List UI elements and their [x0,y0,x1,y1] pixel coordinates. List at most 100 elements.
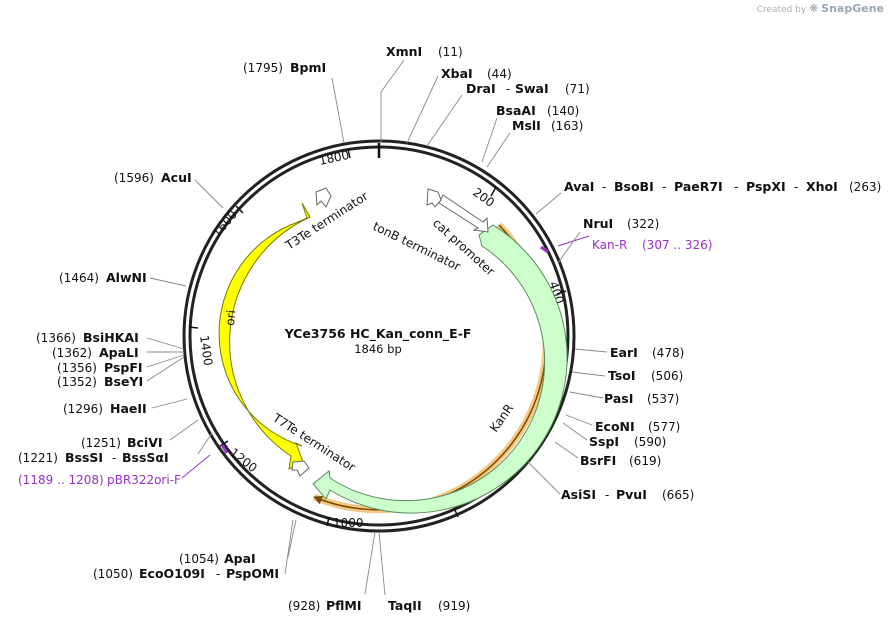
enzyme-drai-pos: (71) [565,82,590,96]
leader-pasi [569,391,604,399]
kanr-label: KanR [487,401,516,434]
enzyme-bsihkai-pos: (1366) [36,331,76,345]
enzyme-apali-name: ApaLI [99,345,139,360]
pbr322ori-primer-line [181,454,211,479]
enzyme-acui-pos: (1596) [114,171,154,185]
leader-bpmi [331,77,345,144]
leader-acui [194,179,224,209]
enzyme-nrui-name: NruI [583,216,613,231]
pbr322ori-primer-name: pBR322ori-F [107,473,181,487]
enzyme-bsssi-pos: (1221) [18,451,58,465]
kan-r-primer-mark [540,245,549,254]
leader-xbai [406,75,439,144]
kanr-feature [312,224,568,514]
enzyme-msli-name: MslI [512,118,541,133]
plasmid-length: 1846 bp [354,342,402,356]
plasmid-name: YCe3756 HC_Kan_conn_E-F [284,326,472,342]
enzyme-bcivi-name: BciVI [127,435,163,450]
leader-bsrfi [554,441,579,459]
leader-nrui [557,231,581,264]
credit-prefix: Created by [756,5,807,15]
tick-mark-1000 [326,516,330,527]
enzyme-avai-dash2: - [662,180,666,194]
enzyme-asisi-dash: - [605,488,609,502]
enzyme-econi-pos: (577) [648,420,680,434]
enzyme-msli-pos: (163) [551,119,583,133]
leader-bsaai [481,117,498,163]
enzyme-sspi-pos: (590) [634,435,666,449]
enzyme-bsrfi-pos: (619) [629,454,661,468]
enzyme-haeii-pos: (1296) [63,402,103,416]
enzyme-asisi-pos: (665) [662,488,694,502]
enzyme-pspxi-name: PspXI [746,179,786,194]
enzyme-bsobi-name: BsoBI [614,179,654,194]
enzyme-avai-dash4: - [794,180,798,194]
leader-taqii [378,531,386,596]
enzyme-eari-name: EarI [610,345,638,360]
leader-xmni [380,59,405,142]
enzyme-paer7i-name: PaeR7I [674,179,723,194]
tonb-terminator-feature [426,188,442,208]
t7te-terminator-feature [291,460,310,477]
tick-mark-1200 [219,440,229,447]
tick-mark-1600 [235,205,244,214]
leader-bsihkai [146,337,185,350]
enzyme-pasi-pos: (537) [647,392,679,406]
leader-pflmi [364,531,376,595]
enzyme-nrui-pos: (322) [627,217,659,231]
tick-label-200: 200 [470,185,497,210]
kan-r-primer-name: Kan-R [592,238,627,252]
leader-haeii [151,398,188,409]
leader-bseyi [146,356,185,382]
ori-label: ori [223,309,238,326]
enzyme-alwni-name: AlwNI [106,270,147,285]
enzyme-tsoi-pos: (506) [651,369,683,383]
enzyme-sspi-name: SspI [589,434,619,449]
enzyme-pasi-name: PasI [604,391,633,406]
leader-pspfi [146,354,185,368]
tick-mark-800 [453,507,459,518]
tick-label-1200: 1200 [227,445,260,475]
backbone-outer-ring [182,139,576,533]
tick-mark-200 [490,186,497,197]
leader-msli [486,132,511,168]
leader-eari [574,348,608,353]
enzyme-bseyi-name: BseYI [104,374,143,389]
kan-r-primer-range: (307 .. 326) [642,238,712,252]
leader-sspi [562,422,588,441]
enzyme-xmni-name: XmnI [386,44,422,59]
enzyme-bsssi-name: BssSI [65,450,103,465]
enzyme-xhoi-name: XhoI [806,179,838,194]
enzyme-apai-name: ApaI [224,551,256,566]
enzyme-tsoi-name: TsoI [608,368,636,383]
t3te-terminator-feature [315,187,332,208]
leader-ecoo109i [284,519,294,575]
leader-apai [287,519,297,558]
leader-bsssi [197,432,213,455]
enzyme-eari-pos: (478) [652,346,684,360]
enzyme-drai-name: DraI [466,81,496,96]
enzyme-leader-lines [146,59,608,596]
enzyme-haeii-name: HaeII [110,401,147,416]
enzyme-avai-dash1: - [602,180,606,194]
enzyme-alwni-pos: (1464) [59,271,99,285]
enzyme-bsaai-name: BsaAI [496,103,536,118]
ori-feature [218,202,311,470]
snapgene-logo: ❋ [809,2,819,15]
enzyme-apai-pos: (1054) [179,552,219,566]
enzyme-taqii-name: TaqII [388,598,422,613]
enzyme-bsssai-name: BssSαI [122,450,169,465]
enzyme-pspfi-name: PspFI [104,360,143,375]
enzyme-ecoo109i-dash: - [216,567,220,581]
enzyme-bsrfi-name: BsrFI [580,453,616,468]
tick-mark-400 [556,290,567,295]
leader-tsoi [571,371,606,377]
enzyme-bsaai-pos: (140) [547,104,579,118]
enzyme-pflmi-pos: (928) [288,599,320,613]
enzyme-drai-dash: - [506,82,510,96]
enzyme-acui-name: AcuI [161,170,192,185]
snapgene-credit: Created by ❋ SnapGene [757,2,884,15]
enzyme-asisi-name: AsiSI [561,487,596,502]
enzyme-apali-pos: (1362) [52,346,92,360]
